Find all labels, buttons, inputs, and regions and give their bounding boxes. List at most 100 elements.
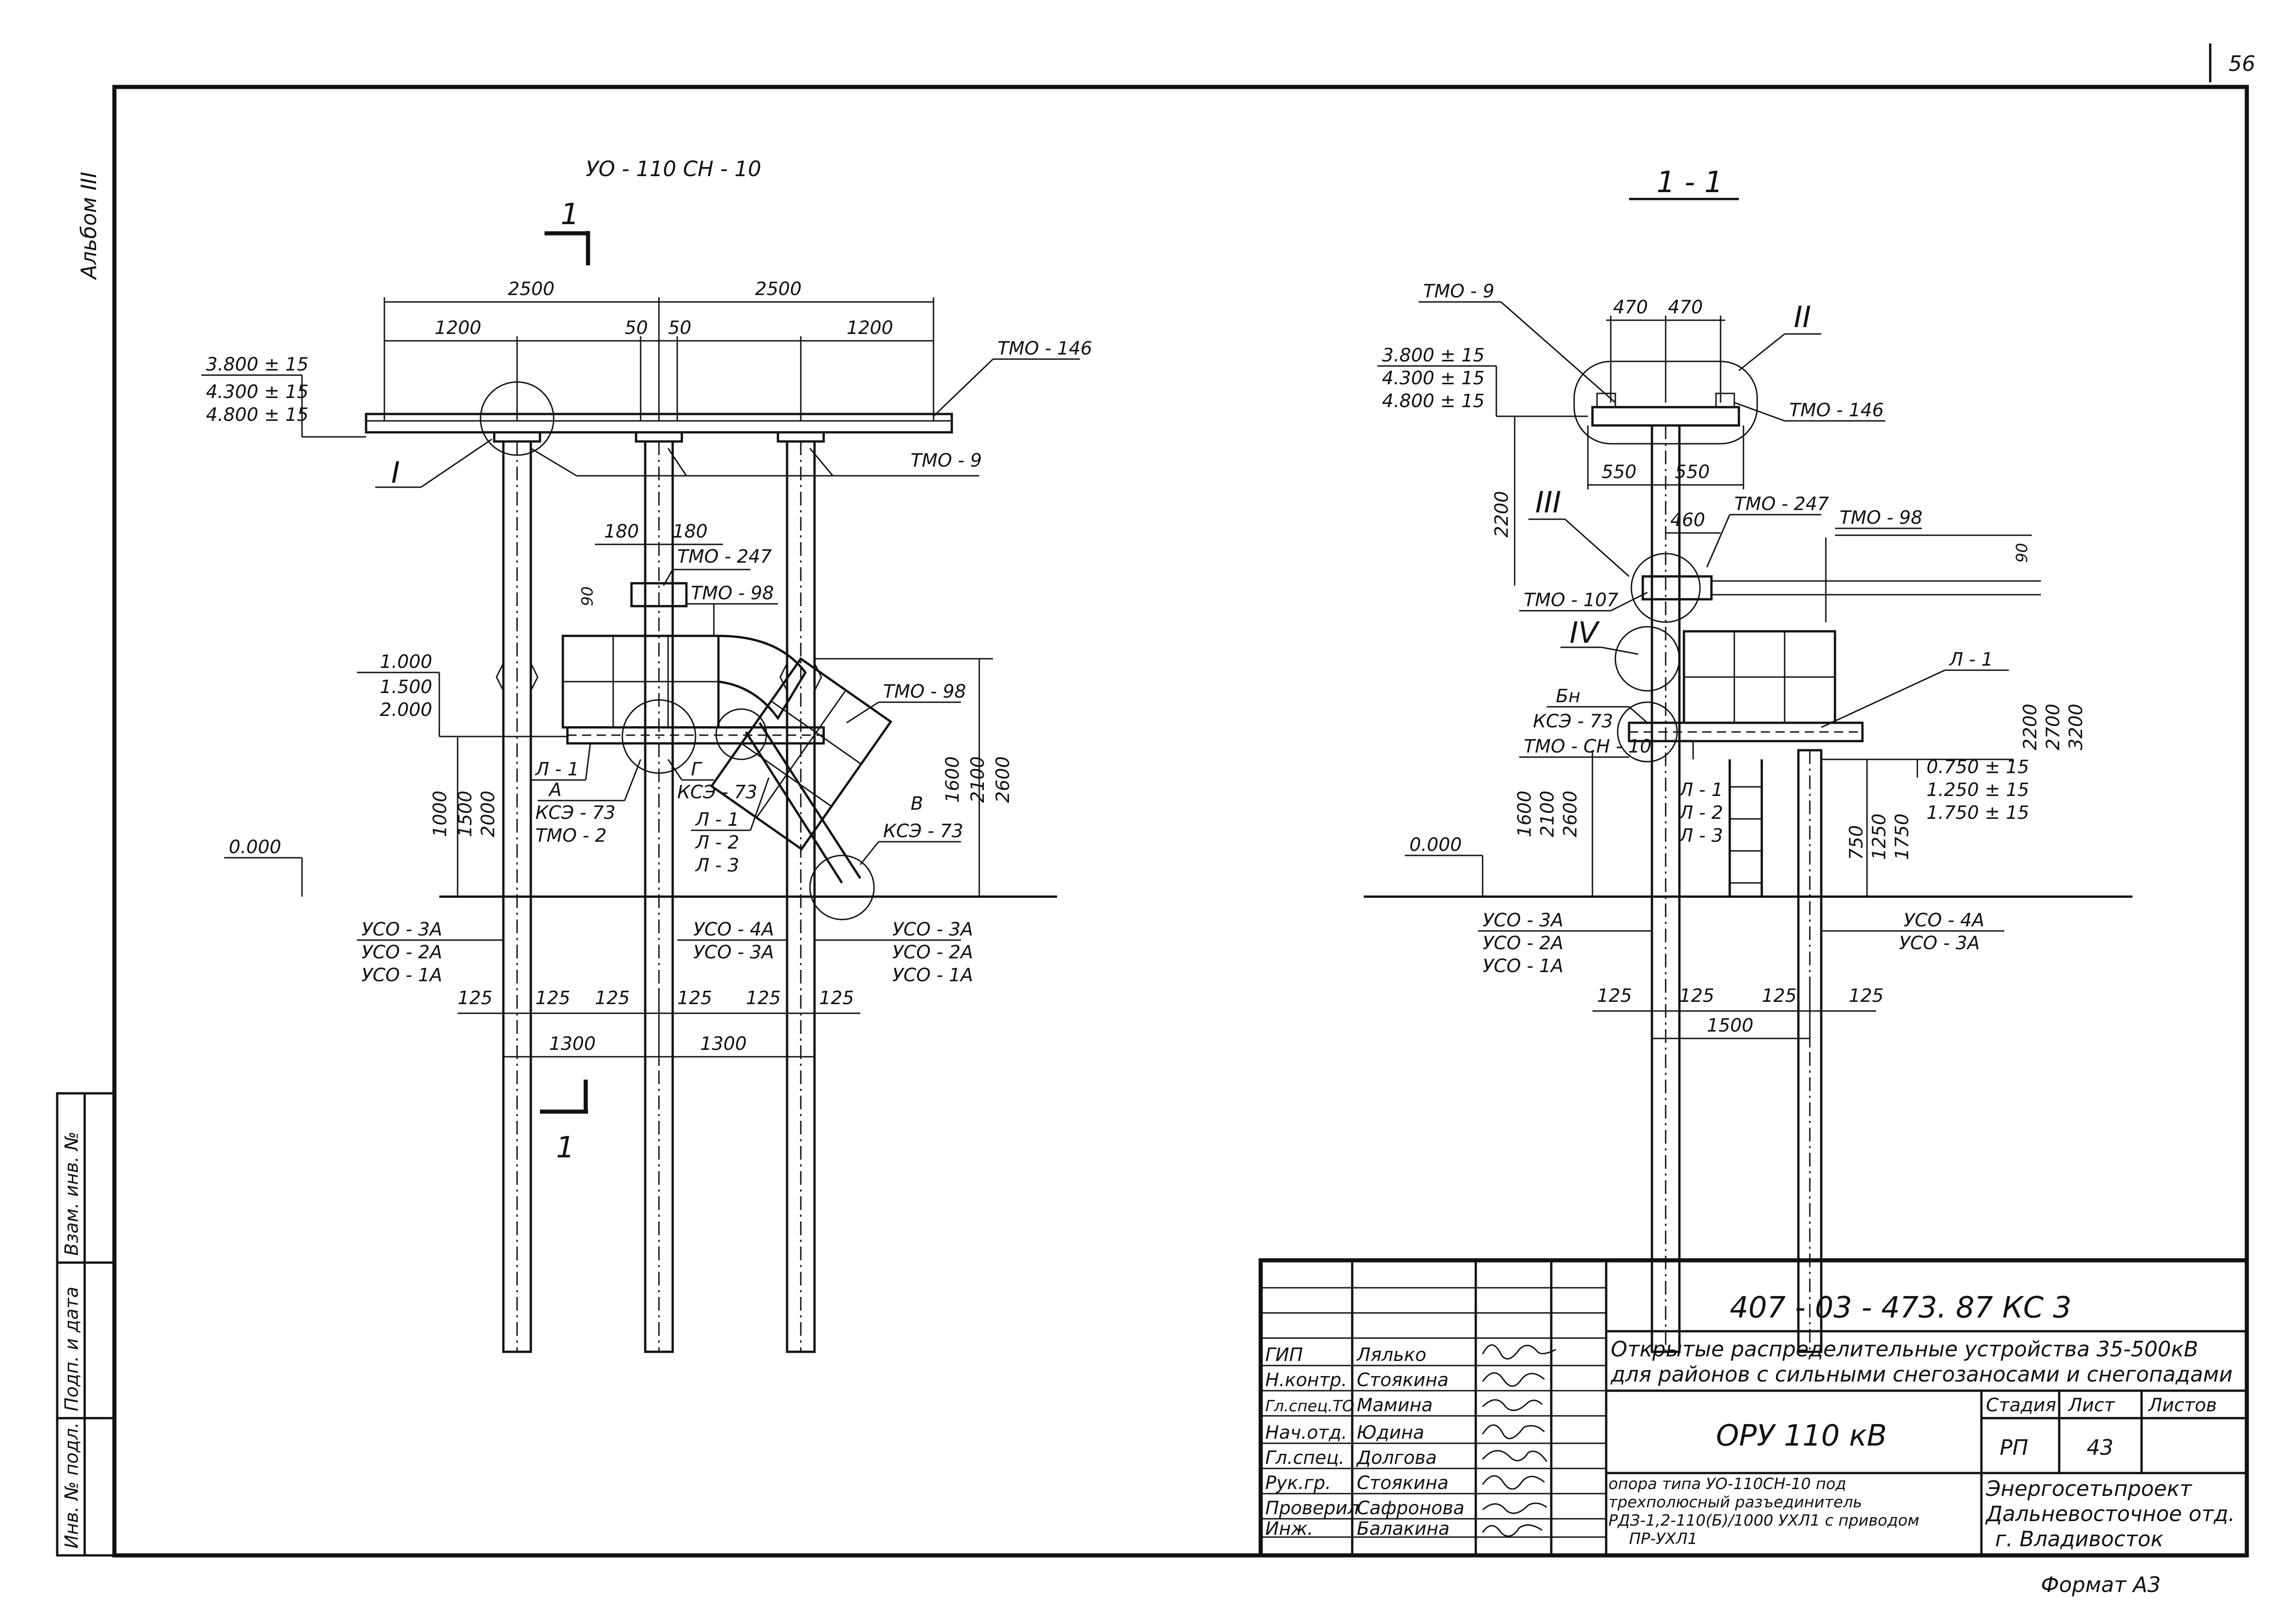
uso-right-1: УСО - 3А bbox=[892, 919, 973, 940]
uso-left-2: УСО - 2А bbox=[362, 942, 442, 963]
name-3: Юдина bbox=[1357, 1422, 1425, 1443]
page-number: 56 bbox=[2229, 51, 2256, 76]
role-3: Нач.отд. bbox=[1265, 1422, 1347, 1443]
l1-label-right: Л - 1 bbox=[1948, 649, 1993, 670]
tmo98-label-a: ТМО - 98 bbox=[691, 583, 774, 604]
left-view-title: УО - 110 СН - 10 bbox=[586, 156, 761, 181]
elev-mid-r3: 1.750 ± 15 bbox=[1926, 802, 2029, 823]
org-line-1: Энергосетьпроект bbox=[1986, 1476, 2192, 1501]
dim-180-left: 180 bbox=[604, 521, 639, 542]
dim-1200-left: 1200 bbox=[435, 317, 481, 339]
dim-470-right: 470 bbox=[1668, 297, 1703, 318]
dim-470-left: 470 bbox=[1613, 297, 1648, 318]
l2-label-mid: Л - 2 bbox=[695, 832, 739, 853]
name-0: Лялько bbox=[1356, 1344, 1426, 1366]
roman-I-label: I bbox=[391, 456, 400, 490]
insulator-block-left bbox=[561, 635, 720, 729]
dim-125-4: 125 bbox=[677, 988, 712, 1009]
title-block: 407 - 03 - 473. 87 КС 3 Открытые распред… bbox=[1258, 1258, 2249, 1597]
l3-label-mid: Л - 3 bbox=[695, 855, 739, 876]
name-5: Стоякина bbox=[1357, 1473, 1449, 1494]
project-line-1: Открытые распределительные устройства 35… bbox=[1611, 1337, 2198, 1361]
uso-r-right-1: УСО - 4А bbox=[1904, 910, 1984, 931]
tmo247-label: ТМО - 247 bbox=[677, 546, 772, 567]
dim-550-right: 550 bbox=[1675, 462, 1710, 483]
right-view: 1 - 1 ТМО - 9 470 470 II 3.800 ± 15 4.30… bbox=[1364, 166, 2132, 1353]
section-mark-top: 1 bbox=[561, 198, 579, 231]
tmo9-label: ТМО - 9 bbox=[911, 450, 982, 471]
vdim-2600-l: 2600 bbox=[993, 756, 1014, 803]
uso-r-left-1: УСО - 3А bbox=[1483, 910, 1563, 931]
dim-125-5: 125 bbox=[746, 988, 781, 1009]
vdim-1750: 1750 bbox=[1892, 813, 1913, 860]
name-2: Мамина bbox=[1357, 1395, 1433, 1416]
elev-zero-left: 0.000 bbox=[229, 837, 281, 858]
roman-II-label: II bbox=[1794, 301, 1811, 334]
uso-right-2: УСО - 2А bbox=[892, 942, 973, 963]
format-label: Формат А3 bbox=[2041, 1572, 2161, 1597]
vdim-2100-r: 2100 bbox=[1537, 790, 1558, 837]
dim-125-1: 125 bbox=[458, 988, 492, 1009]
album-label: Альбом III bbox=[76, 172, 101, 280]
dim-180-right: 180 bbox=[673, 521, 707, 542]
dim-125-6: 125 bbox=[819, 988, 854, 1009]
stamp-sign-date: Подп. и дата bbox=[61, 1287, 82, 1411]
signatures bbox=[1482, 1344, 1556, 1537]
elev-top-r3: 4.800 ± 15 bbox=[1382, 391, 1484, 412]
right-view-title: 1 - 1 bbox=[1657, 166, 1723, 199]
stamp-replace-inv: Взам. инв. № bbox=[61, 1131, 82, 1256]
project-line-2: для районов с сильными снегозаносами и с… bbox=[1610, 1362, 2233, 1387]
vdim-2000: 2000 bbox=[478, 790, 499, 837]
vdim-1500: 1500 bbox=[455, 790, 476, 837]
label-G: Г bbox=[691, 759, 702, 780]
dim-r-125-4: 125 bbox=[1849, 985, 1883, 1006]
elev-mid-r1: 0.750 ± 15 bbox=[1926, 757, 2029, 778]
vdim-1250: 1250 bbox=[1869, 813, 1890, 860]
elev-mid-1: 1.000 bbox=[380, 651, 432, 672]
elev-top-r1: 3.800 ± 15 bbox=[1382, 345, 1484, 366]
dim-125-2: 125 bbox=[535, 988, 570, 1009]
tmo-sn10-label: ТМО - СН - 10 bbox=[1524, 736, 1651, 757]
name-7: Балакина bbox=[1357, 1518, 1450, 1539]
role-5: Рук.гр. bbox=[1265, 1473, 1331, 1494]
ks73-label-V: КСЭ - 73 bbox=[883, 821, 963, 842]
vdim-1600-l: 1600 bbox=[942, 756, 963, 803]
stage-header: Стадия bbox=[1986, 1395, 2056, 1416]
label-V: В bbox=[911, 793, 923, 814]
dim-1500: 1500 bbox=[1707, 1015, 1754, 1036]
vdim-750: 750 bbox=[1846, 825, 1867, 860]
top-cap-right bbox=[1591, 406, 1740, 427]
sheet-title: ОРУ 110 кВ bbox=[1716, 1419, 1887, 1453]
uso-mid-1: УСО - 4А bbox=[693, 919, 774, 940]
ks73-label-G: КСЭ - 73 bbox=[677, 782, 757, 803]
roman-IV-label: IV bbox=[1570, 616, 1600, 650]
uso-right-3: УСО - 1А bbox=[892, 965, 973, 986]
tmo98-label-right: ТМО - 98 bbox=[1840, 507, 1922, 528]
dim-1300-left: 1300 bbox=[549, 1033, 596, 1054]
elev-top-1: 3.800 ± 15 bbox=[206, 354, 308, 375]
dim-125-3: 125 bbox=[595, 988, 630, 1009]
drawing-frame bbox=[112, 85, 2249, 1558]
stamp-inv-no: Инв. № подл. bbox=[61, 1422, 82, 1549]
role-2: Гл.спец.ТО bbox=[1265, 1397, 1354, 1415]
left-stamp: Инв. № подл. Подп. и дата Взам. инв. № bbox=[56, 1092, 116, 1557]
vdim-1600-r: 1600 bbox=[1514, 790, 1535, 837]
doc-code: 407 - 03 - 473. 87 КС 3 bbox=[1730, 1291, 2072, 1325]
dim-r-125-2: 125 bbox=[1679, 985, 1714, 1006]
tmo2-label: ТМО - 2 bbox=[535, 825, 607, 846]
elev-mid-3: 2.000 bbox=[380, 699, 432, 721]
vdim-2200-r: 2200 bbox=[2020, 704, 2041, 750]
dim-460: 460 bbox=[1670, 510, 1705, 531]
org-line-3: г. Владивосток bbox=[1995, 1527, 2164, 1551]
desc-line-4: ПР-УХЛ1 bbox=[1629, 1530, 1698, 1548]
vdim-1000: 1000 bbox=[430, 790, 451, 837]
sheet-value: 43 bbox=[2087, 1435, 2114, 1460]
role-6: Проверил bbox=[1265, 1498, 1359, 1519]
vdim-3200-r: 3200 bbox=[2066, 704, 2087, 750]
elev-mid-r2: 1.250 ± 15 bbox=[1926, 780, 2029, 801]
dim-2500-left: 2500 bbox=[508, 279, 555, 300]
ks73-label-right: КСЭ - 73 bbox=[1533, 711, 1613, 732]
uso-left-1: УСО - 3А bbox=[362, 919, 442, 940]
bend-tube bbox=[717, 635, 807, 721]
